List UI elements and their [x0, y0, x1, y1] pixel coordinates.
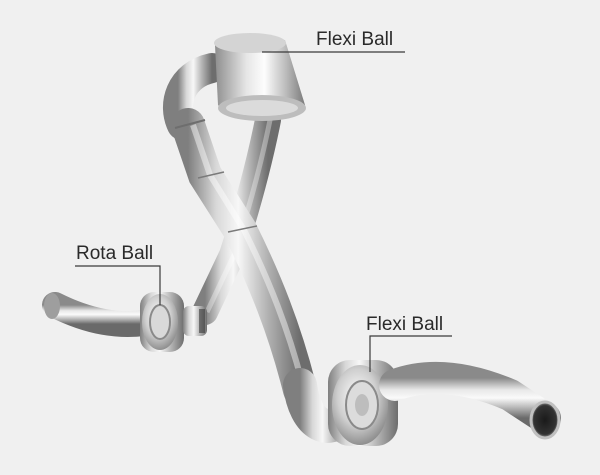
leader-line-rota [75, 265, 161, 305]
leader-lines [75, 51, 452, 372]
rota-ball-joint [140, 292, 207, 352]
label-rota-ball: Rota Ball [76, 243, 154, 264]
label-top-flexi-ball: Flexi Ball [316, 29, 394, 50]
leader-line-bottom-flexi [369, 335, 452, 372]
right-tube [379, 362, 561, 440]
label-bottom-flexi-ball: Flexi Ball [366, 314, 444, 335]
front-tube [171, 108, 317, 407]
